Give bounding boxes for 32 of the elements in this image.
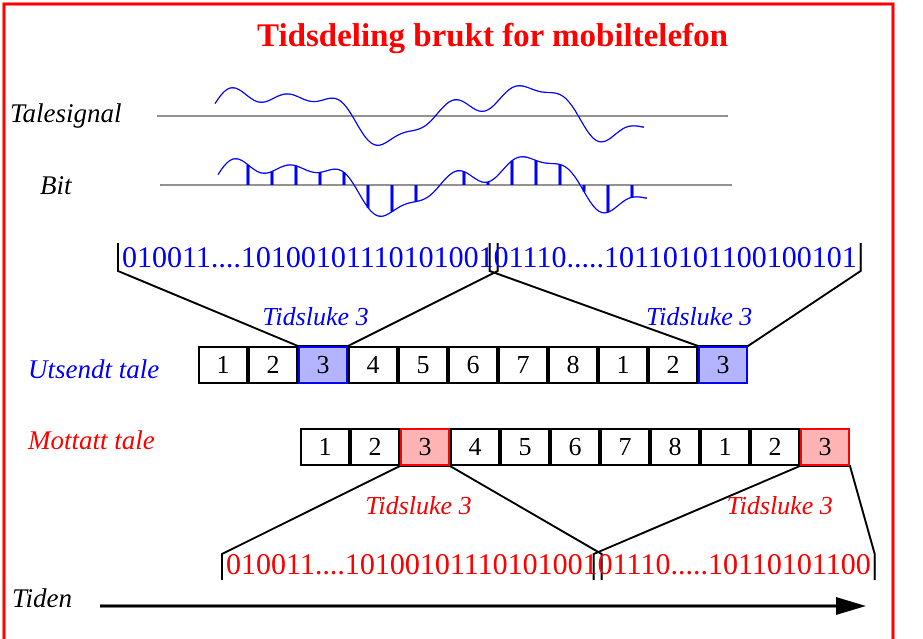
time-slot: 5 [398,346,448,384]
time-slot: 3 [800,428,850,466]
time-slot: 7 [600,428,650,466]
edge-label: Tidsluke 3 [726,491,833,521]
time-slot: 2 [648,346,698,384]
time-slot: 6 [550,428,600,466]
edge-label: Tidsluke 3 [365,491,472,521]
time-slot: 8 [650,428,700,466]
time-slot: 3 [400,428,450,466]
time-slot: 2 [750,428,800,466]
row-label: Bit [40,170,72,201]
time-slot: 7 [498,346,548,384]
time-slot: 3 [298,346,348,384]
time-slot: 1 [300,428,350,466]
time-slot: 8 [548,346,598,384]
edge-label: Tidsluke 3 [262,302,369,332]
time-slot: 4 [450,428,500,466]
time-slot: 5 [500,428,550,466]
time-slot: 4 [348,346,398,384]
row-label: Mottatt tale [28,425,155,456]
time-slot: 2 [350,428,400,466]
time-slot: 1 [700,428,750,466]
time-slot: 1 [198,346,248,384]
row-label: Utsendt tale [28,354,160,385]
edge-label: Tidsluke 3 [646,302,752,332]
time-slot: 6 [448,346,498,384]
time-slot: 1 [598,346,648,384]
title: Tidsdeling brukt for mobiltelefon [256,18,729,55]
row-label: Talesignal [10,98,122,129]
row-label: Tiden [12,583,72,614]
time-slot: 3 [698,346,748,384]
time-slot: 2 [248,346,298,384]
